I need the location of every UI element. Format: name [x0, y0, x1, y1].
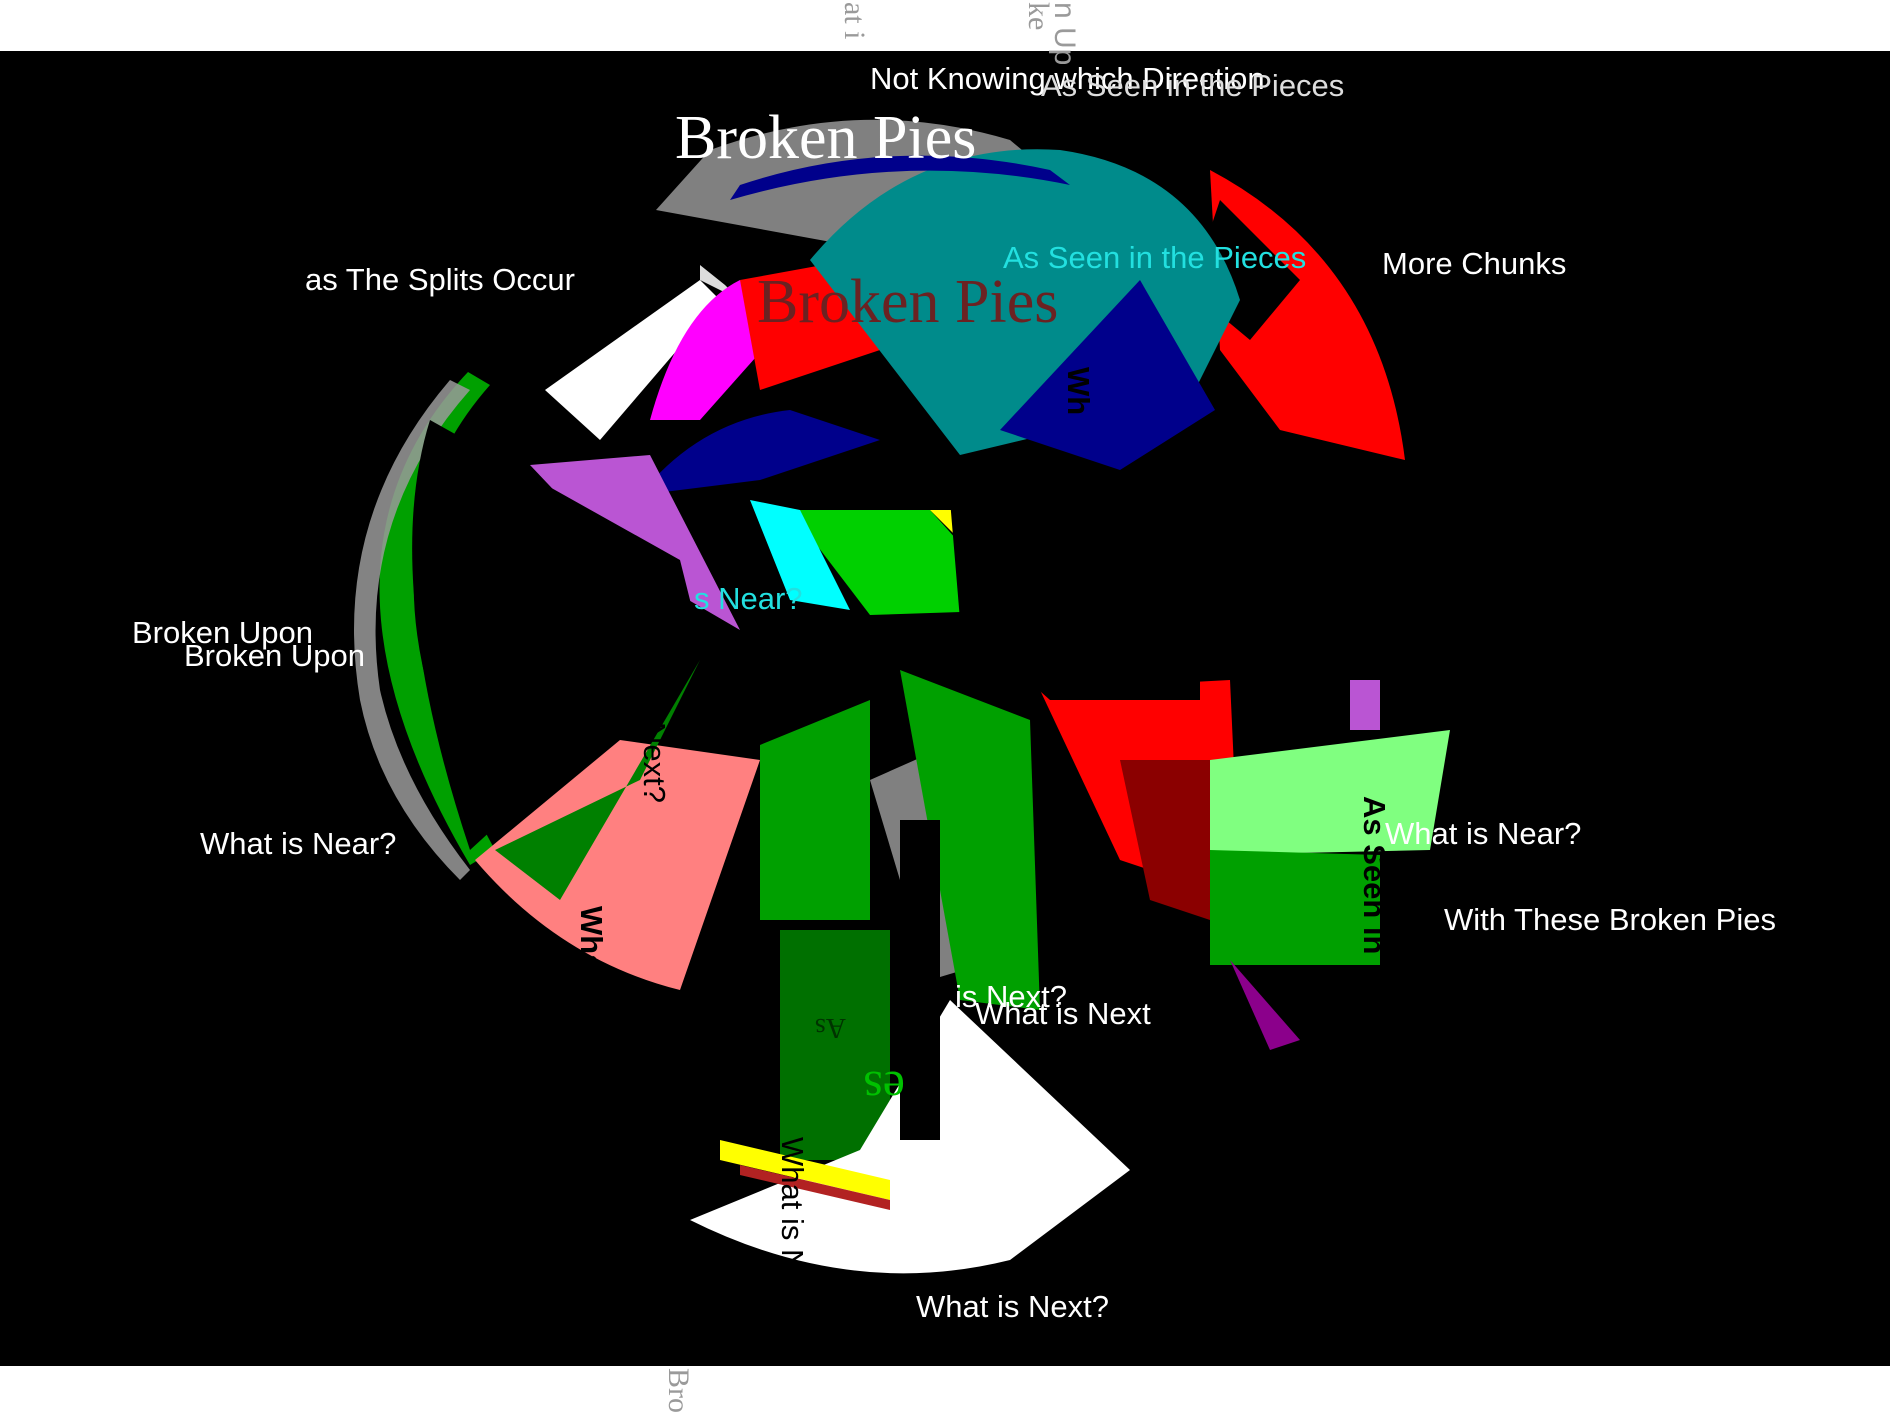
- label-broken-upon-2: Broken Upon: [184, 638, 365, 673]
- label-splits-occur: as The Splits Occur: [305, 262, 575, 297]
- label-as-seen-mid: As Seen in the Pieces: [1003, 240, 1307, 275]
- outside-fragment-top-3: ke: [1022, 2, 1055, 31]
- label-broken-upon-1: Broken Upon: [132, 615, 313, 650]
- label-vertical-as-seen: As Seen in: [1357, 796, 1392, 955]
- render-canvas: Broken Pies Broken Pies Not Knowing whic…: [0, 51, 1890, 1366]
- label-next-mid-1: is Next?: [955, 979, 1067, 1014]
- label-not-knowing: Not Knowing which Direction: [870, 61, 1265, 96]
- label-vertical-what-is-next: What is Next: [574, 906, 609, 1093]
- label-near-center: s Near?: [694, 581, 803, 616]
- label-near-right: What is Near?: [1385, 816, 1582, 851]
- label-next-bottom: What is Next?: [916, 1289, 1109, 1324]
- label-vertical-wh: Wh: [1061, 367, 1096, 416]
- label-vertical-is-next: is Next?: [637, 691, 672, 803]
- label-next-mid-2: What is Next: [975, 996, 1151, 1031]
- label-broken-pies-right: With These Broken Pies: [1444, 902, 1776, 937]
- label-mirrored-es: es: [863, 1061, 905, 1117]
- label-mirrored-as: As: [814, 1012, 846, 1043]
- ghost-title: Broken Pies: [757, 268, 1059, 336]
- outside-fragment-bottom: Bro: [662, 1368, 695, 1413]
- label-more-chunks: More Chunks: [1382, 246, 1567, 281]
- broken-pies-artwork: [354, 119, 1450, 1274]
- label-as-seen-top: As Seen in the Pieces: [1041, 68, 1345, 103]
- label-near-left: What is Near?: [200, 826, 397, 861]
- outside-fragment-top-1: at i: [838, 2, 871, 40]
- main-title: Broken Pies: [675, 104, 977, 172]
- label-vertical-what-is-n: What is N: [775, 1137, 810, 1272]
